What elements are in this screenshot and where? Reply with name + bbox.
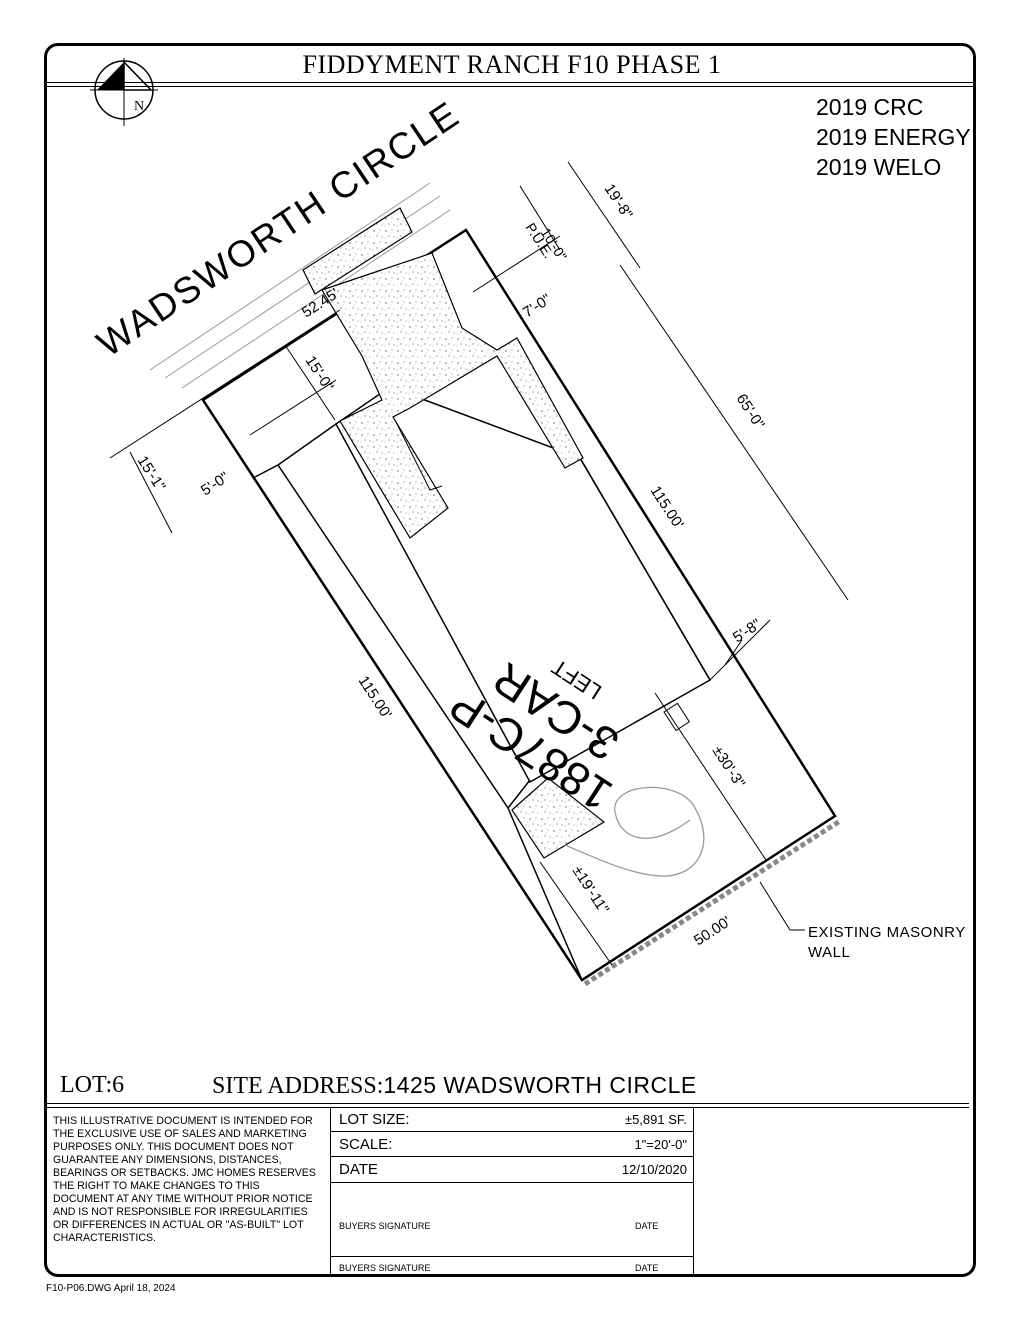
lot-number: LOT:6	[60, 1072, 125, 1098]
patio	[511, 777, 606, 859]
site-address-value: 1425 WADSWORTH CIRCLE	[383, 1072, 697, 1098]
dim-5-8: 5'-8"	[730, 616, 764, 647]
dim-5-0: 5'-0"	[198, 469, 232, 500]
code-line: 2019 CRC	[816, 94, 924, 120]
masonry-wall	[583, 818, 842, 987]
title-rule	[47, 82, 975, 83]
date-row: DATE 12/10/2020	[331, 1157, 693, 1183]
dim-19-11: ±19'-11"	[569, 863, 612, 917]
dim-30-3: ±30'-3"	[709, 743, 749, 791]
north-label: N	[134, 99, 144, 114]
signature-row-1: BUYERS SIGNATURE DATE	[331, 1183, 693, 1257]
dim-7-0: 7'-0"	[520, 291, 554, 322]
scale-value: 1"=20'-0"	[634, 1137, 687, 1152]
dim-15-0: 15'-0"	[302, 353, 337, 394]
site-address-label: SITE ADDRESS:	[212, 1073, 384, 1099]
plan-label: 1887C-P 3-CAR LEFT	[440, 652, 627, 821]
lot-size-value: ±5,891 SF.	[624, 1112, 687, 1127]
sidewalk-apron	[302, 207, 413, 295]
lot-size-label: LOT SIZE:	[339, 1111, 410, 1128]
info-rule-2	[47, 1107, 969, 1108]
code-line: 2019 WELO	[816, 154, 942, 180]
signature-date-label: DATE	[635, 1221, 659, 1231]
scale-label: SCALE:	[339, 1136, 393, 1153]
buyers-signature-label: BUYERS SIGNATURE	[339, 1221, 431, 1231]
code-line: 2019 ENERGY	[816, 124, 971, 150]
signature-date-label-2: DATE	[635, 1263, 659, 1273]
dim-19-8: 19'-8"	[601, 181, 636, 222]
driveway-walkway	[321, 252, 584, 539]
sheet-border	[44, 43, 976, 1277]
scale-row: SCALE: 1"=20'-0"	[331, 1132, 693, 1157]
info-table: LOT SIZE: ±5,891 SF. SCALE: 1"=20'-0" DA…	[330, 1107, 694, 1277]
buyers-signature-label-2: BUYERS SIGNATURE	[339, 1263, 431, 1273]
signature-row-2: BUYERS SIGNATURE DATE	[331, 1257, 693, 1275]
dim-side-left: 115.00'	[355, 673, 395, 722]
site-address: SITE ADDRESS:1425 WADSWORTH CIRCLE	[212, 1072, 697, 1100]
page-title: FIDDYMENT RANCH F10 PHASE 1	[302, 50, 722, 79]
title-rule-2	[47, 86, 975, 87]
setback-line	[254, 464, 583, 981]
dim-rear: 50.00'	[691, 913, 734, 949]
dim-65-0: 65'-0"	[733, 391, 768, 432]
date-value: 12/10/2020	[621, 1162, 687, 1177]
wall-leader	[759, 881, 805, 931]
north-arrow-icon: N	[90, 58, 158, 126]
dim-15-1: 15'-1"	[134, 453, 169, 494]
info-rule	[47, 1103, 969, 1104]
code-list: 2019 CRC 2019 ENERGY 2019 WELO	[816, 92, 971, 182]
lot-size-row: LOT SIZE: ±5,891 SF.	[331, 1107, 693, 1132]
wall-note-1: EXISTING MASONRY	[808, 924, 966, 941]
disclaimer-text: THIS ILLUSTRATIVE DOCUMENT IS INTENDED F…	[53, 1115, 316, 1244]
drawing-file-info: F10-P06.DWG April 18, 2024	[46, 1283, 176, 1294]
date-label: DATE	[339, 1161, 378, 1178]
wall-note-2: WALL	[808, 944, 850, 961]
dimension-lines	[109, 161, 849, 966]
